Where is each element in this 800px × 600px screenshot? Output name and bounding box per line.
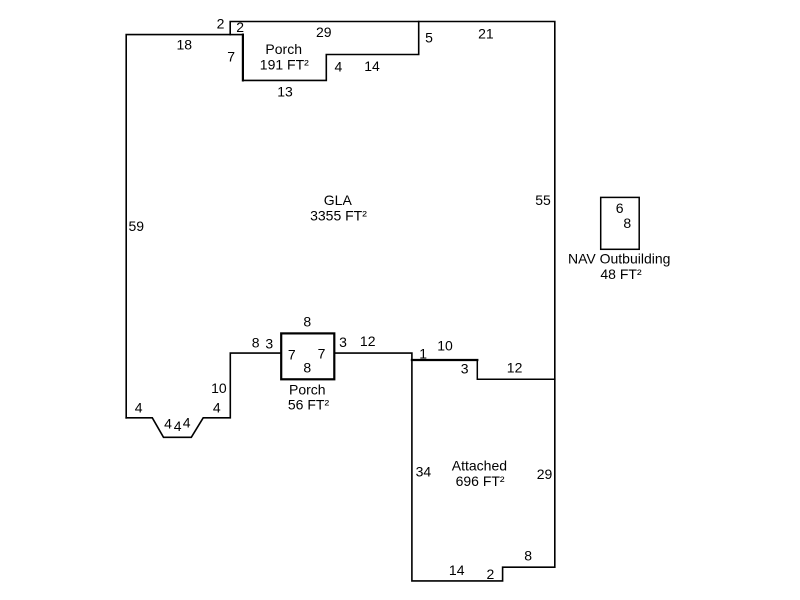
- svg-text:4: 4: [164, 416, 172, 432]
- svg-text:3: 3: [265, 336, 273, 352]
- svg-text:4: 4: [174, 418, 182, 434]
- svg-text:Attached: Attached: [452, 458, 507, 474]
- svg-text:6: 6: [616, 200, 624, 216]
- svg-text:14: 14: [364, 58, 380, 74]
- svg-text:5: 5: [425, 29, 433, 45]
- svg-text:NAV Outbuilding: NAV Outbuilding: [568, 251, 670, 267]
- svg-text:2: 2: [217, 15, 225, 31]
- svg-text:8: 8: [524, 547, 532, 563]
- svg-text:56 FT²: 56 FT²: [288, 397, 330, 413]
- svg-text:4: 4: [335, 59, 343, 75]
- svg-text:Porch: Porch: [265, 41, 302, 57]
- svg-text:12: 12: [507, 360, 523, 376]
- svg-text:12: 12: [360, 333, 376, 349]
- svg-text:21: 21: [478, 25, 494, 41]
- svg-text:59: 59: [129, 218, 145, 234]
- svg-text:3355 FT²: 3355 FT²: [310, 208, 367, 224]
- svg-text:8: 8: [303, 359, 311, 375]
- svg-text:10: 10: [437, 338, 453, 354]
- svg-text:7: 7: [227, 49, 235, 65]
- svg-text:8: 8: [623, 215, 631, 231]
- svg-text:3: 3: [339, 334, 347, 350]
- svg-text:34: 34: [416, 463, 432, 479]
- svg-text:2: 2: [236, 19, 244, 35]
- svg-text:696 FT²: 696 FT²: [456, 473, 505, 489]
- svg-text:4: 4: [183, 415, 191, 431]
- svg-text:13: 13: [277, 84, 293, 100]
- svg-text:14: 14: [449, 562, 465, 578]
- svg-text:4: 4: [213, 399, 221, 415]
- svg-text:7: 7: [288, 347, 296, 363]
- svg-text:29: 29: [316, 24, 332, 40]
- svg-text:4: 4: [135, 399, 143, 415]
- svg-text:7: 7: [318, 346, 326, 362]
- svg-text:GLA: GLA: [324, 192, 353, 208]
- svg-text:191 FT²: 191 FT²: [260, 57, 309, 73]
- svg-text:55: 55: [535, 192, 551, 208]
- svg-text:48 FT²: 48 FT²: [600, 266, 642, 282]
- svg-text:3: 3: [461, 360, 469, 376]
- svg-text:10: 10: [211, 380, 227, 396]
- svg-text:Porch: Porch: [289, 381, 326, 397]
- svg-text:1: 1: [419, 345, 427, 361]
- svg-text:29: 29: [537, 466, 553, 482]
- svg-text:18: 18: [177, 37, 193, 53]
- svg-text:2: 2: [487, 566, 495, 582]
- svg-text:8: 8: [252, 335, 260, 351]
- svg-text:8: 8: [303, 314, 311, 330]
